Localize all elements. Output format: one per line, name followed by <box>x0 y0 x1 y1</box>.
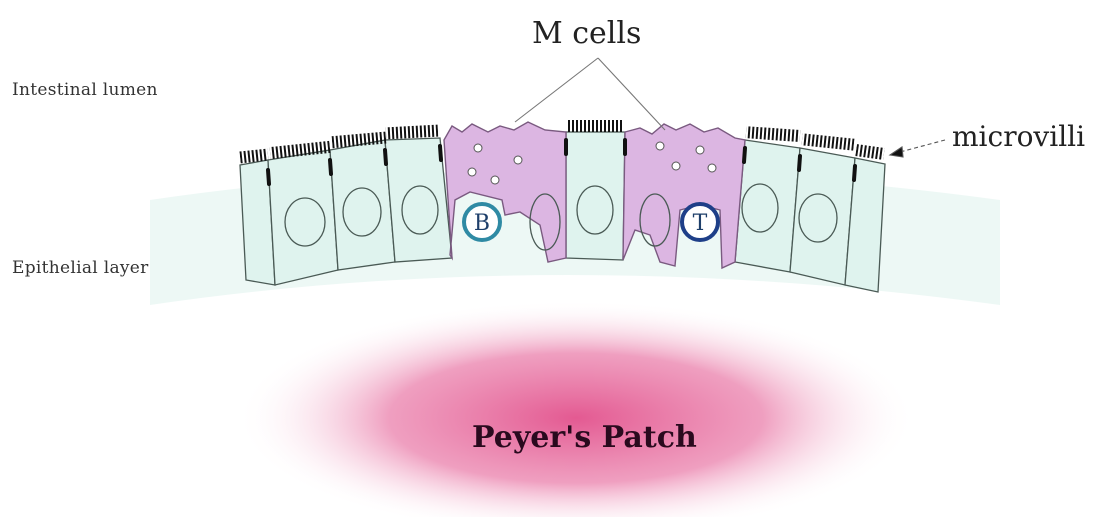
enterocyte <box>566 132 625 260</box>
m-cells-label: M cells <box>532 16 641 51</box>
t-cell: T <box>682 204 718 240</box>
peyers-patch <box>236 300 916 517</box>
microvilli-pointer <box>890 140 945 157</box>
b-cell: B <box>464 204 500 240</box>
peyers-patch-label: Peyer's Patch <box>472 420 697 455</box>
epithelial-layer-label: Epithelial layer <box>12 258 149 278</box>
m-cells-pointer-lines <box>515 58 665 130</box>
t-cell-label: T <box>693 211 708 236</box>
microvilli-label: microvilli <box>952 120 1085 153</box>
enterocyte <box>268 150 338 285</box>
b-cell-label: B <box>474 211 490 236</box>
intestinal-lumen-label: Intestinal lumen <box>12 80 158 100</box>
